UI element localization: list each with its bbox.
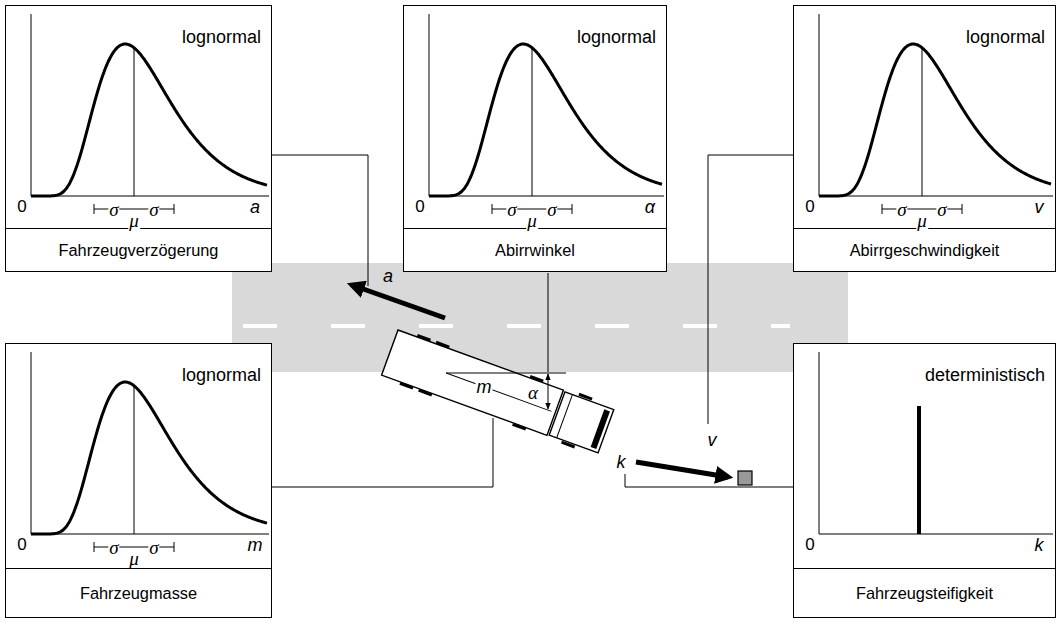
distribution-name: lognormal xyxy=(966,28,1045,48)
axis-label: σ xyxy=(896,200,907,219)
panel-caption: Fahrzeugmasse xyxy=(6,568,271,618)
mean-line xyxy=(134,48,135,196)
distribution-name: lognormal xyxy=(182,366,261,386)
mean-line xyxy=(532,48,533,196)
y-axis xyxy=(819,352,820,534)
obstacle xyxy=(738,471,752,485)
lognormal-curve xyxy=(31,44,267,196)
axis-label: σ xyxy=(936,200,947,219)
axis-label: 0 xyxy=(804,536,815,553)
road xyxy=(232,263,848,372)
panel-caption: Abirrgeschwindigkeit xyxy=(794,228,1055,272)
distribution-panel: lognormalFahrzeugverzögerung xyxy=(5,5,272,272)
y-axis xyxy=(31,14,32,196)
axis-label: 0 xyxy=(16,536,27,553)
mean-line xyxy=(922,48,923,196)
leader-line xyxy=(625,474,793,487)
x-axis xyxy=(819,196,1053,197)
x-axis xyxy=(429,196,664,197)
vehicle-axis xyxy=(446,373,551,411)
panel-caption: Abirrwinkel xyxy=(404,228,666,272)
axis-label: σ xyxy=(108,200,119,219)
lognormal-curve xyxy=(819,44,1051,196)
axis-label: σ xyxy=(148,538,159,557)
leader-line xyxy=(272,155,368,286)
distribution-name: lognormal xyxy=(577,28,656,48)
distribution-name: lognormal xyxy=(182,28,261,48)
x-axis xyxy=(31,534,269,535)
trailer-body xyxy=(382,330,564,435)
axis-label: μ xyxy=(526,211,538,230)
panel-caption: Fahrzeugverzögerung xyxy=(6,228,271,272)
dirac-spike xyxy=(917,406,921,534)
quantity-label: v xyxy=(707,431,718,449)
axis-label: σ xyxy=(546,200,557,219)
quantity-label: α xyxy=(527,383,539,402)
lognormal-curve xyxy=(31,382,267,534)
axis-label: 0 xyxy=(16,198,27,215)
lognormal-curve xyxy=(429,44,662,196)
x-axis xyxy=(819,534,1053,535)
velocity-arrow xyxy=(636,462,728,477)
axis-label: m xyxy=(247,536,264,554)
axis-label: v xyxy=(1034,198,1045,216)
axis-label: α xyxy=(644,198,656,216)
deceleration-arrow xyxy=(352,285,445,318)
distribution-panel: lognormalAbirrgeschwindigkeit xyxy=(793,5,1056,272)
axis-label: μ xyxy=(128,549,140,568)
distribution-panel: deterministischFahrzeugsteifigkeit xyxy=(793,343,1056,618)
axis-label: σ xyxy=(108,538,119,557)
angle-arrow xyxy=(548,374,549,409)
axis-label: μ xyxy=(128,211,140,230)
y-axis xyxy=(819,14,820,196)
y-axis xyxy=(429,14,430,196)
axis-label: a xyxy=(249,198,261,216)
panel-caption: Fahrzeugsteifigkeit xyxy=(794,568,1055,618)
mean-line xyxy=(134,386,135,534)
axis-label: μ xyxy=(916,211,928,230)
distribution-panel: lognormalFahrzeugmasse xyxy=(5,343,272,618)
leader-line xyxy=(708,155,793,424)
cab xyxy=(549,392,614,453)
axis-label: σ xyxy=(506,200,517,219)
axis-label: k xyxy=(1034,536,1045,554)
reference-line xyxy=(446,373,566,374)
quantity-label: a xyxy=(382,267,394,285)
cab-wall xyxy=(557,395,573,438)
quantity-label: k xyxy=(616,453,627,471)
windshield xyxy=(593,410,607,448)
distribution-panel: lognormalAbirrwinkel xyxy=(403,5,667,272)
y-axis xyxy=(31,352,32,534)
axis-label: 0 xyxy=(414,198,425,215)
axis-label: 0 xyxy=(804,198,815,215)
axis-label: σ xyxy=(148,200,159,219)
leader-line xyxy=(548,273,549,372)
quantity-label: m xyxy=(476,378,493,396)
distribution-name: deterministisch xyxy=(925,366,1045,386)
x-axis xyxy=(31,196,269,197)
leader-line xyxy=(272,418,493,487)
truck xyxy=(381,327,616,456)
